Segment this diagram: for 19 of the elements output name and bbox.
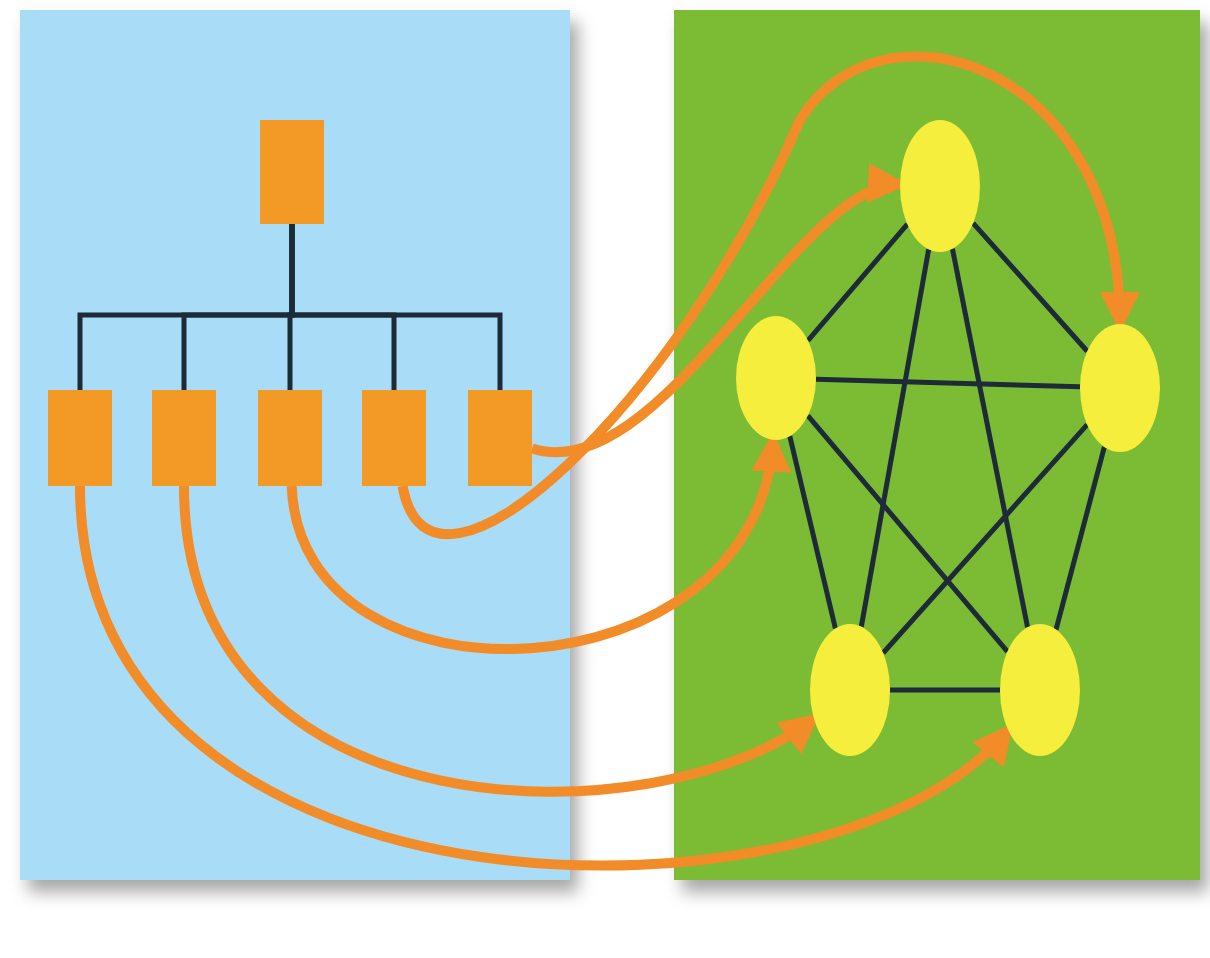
connector-line [1053,446,1107,631]
curved-arrow [179,485,821,796]
square-node [152,390,216,486]
connector-line [787,435,838,630]
square-node [260,120,324,224]
square-node [48,390,112,486]
ellipse-node [1000,624,1080,756]
square-node [362,390,426,486]
ellipse-node [1080,324,1160,452]
hierarchy-panel [20,10,570,880]
square-node [258,390,322,486]
curved-arrow [75,485,1015,871]
connector-line [805,413,1010,654]
connector-line [971,221,1090,353]
connector-line [890,687,1000,693]
connector-line [289,224,503,390]
connector-line [950,248,1030,628]
connector-line [881,423,1090,655]
square-node [468,390,532,486]
